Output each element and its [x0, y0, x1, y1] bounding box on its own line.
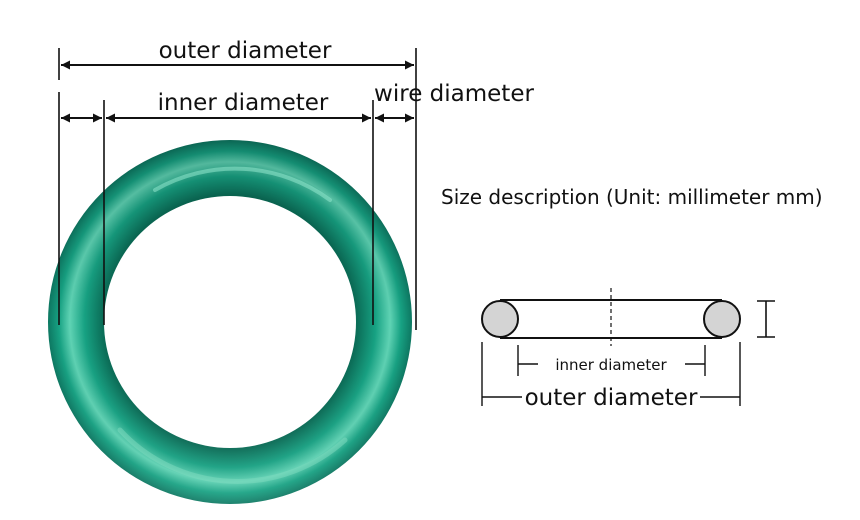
dimension-arrows	[61, 60, 414, 123]
inner-diameter-label: inner diameter	[158, 90, 329, 116]
small-inner-diameter-dimension	[517, 345, 706, 376]
size-description-text: Size description (Unit: millimeter mm)	[441, 185, 823, 209]
o-ring-highlight-bottom	[117, 427, 348, 484]
section-circle-right	[703, 300, 741, 338]
small-outer-diameter-dimension	[481, 342, 741, 406]
wire-diameter-label: wire diameter	[374, 81, 534, 107]
small-inner-diameter-label: inner diameter	[555, 356, 667, 374]
cross-section-schematic: inner diameter outer diameter	[481, 288, 775, 411]
o-ring-highlight-top	[153, 166, 332, 202]
small-outer-diameter-label: outer diameter	[525, 385, 698, 411]
section-circle-left	[481, 300, 519, 338]
outer-diameter-label: outer diameter	[159, 38, 332, 64]
o-ring-shading	[48, 140, 412, 504]
wire-thickness-bracket	[757, 300, 775, 338]
extension-lines	[58, 48, 417, 330]
green-o-ring-image	[48, 140, 412, 504]
